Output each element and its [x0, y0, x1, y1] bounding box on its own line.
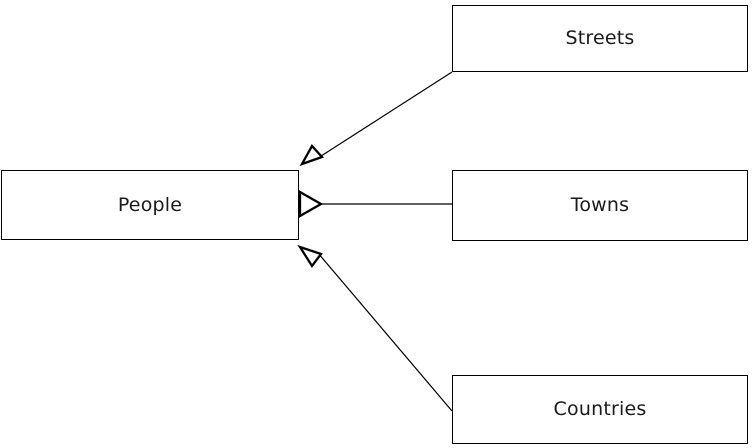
entity-label-people: People	[117, 193, 183, 216]
entity-label-streets: Streets	[565, 27, 635, 49]
connector-people-countries[interactable]	[297, 244, 453, 412]
hollow-triangle-arrowhead-icon	[299, 144, 325, 167]
connector-people-streets[interactable]	[299, 71, 453, 167]
entity-label-towns: Towns	[570, 194, 630, 216]
entity-box-towns[interactable]: Towns	[452, 170, 748, 241]
connector-line-people-countries	[317, 252, 453, 412]
entity-box-streets[interactable]: Streets	[452, 5, 748, 72]
entity-box-people[interactable]: People	[1, 170, 299, 240]
hollow-triangle-arrowhead-icon	[297, 244, 323, 269]
hollow-triangle-arrowhead-icon	[298, 190, 324, 218]
entity-label-countries: Countries	[553, 398, 647, 420]
entity-box-countries[interactable]: Countries	[452, 375, 748, 444]
connector-people-towns[interactable]	[298, 190, 452, 218]
connector-line-people-streets	[317, 71, 453, 159]
